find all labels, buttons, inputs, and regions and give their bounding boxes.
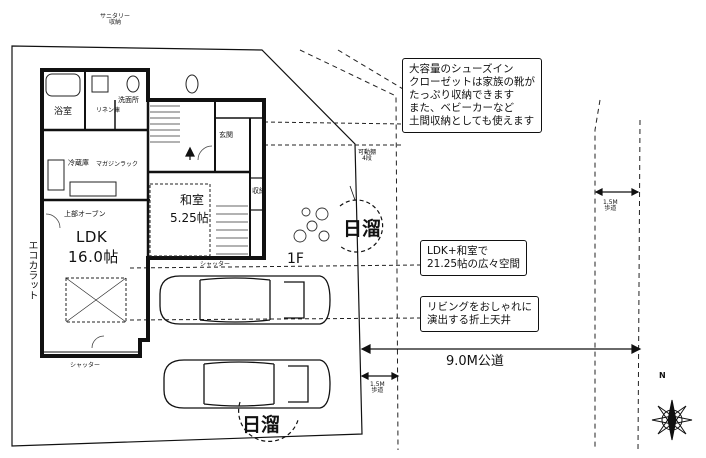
magazine-rack-label: マガジンラック (96, 161, 139, 168)
ceiling-callout: リビングをおしゃれに 演出する折上天井 (420, 296, 539, 332)
compass-rose (651, 399, 693, 441)
lot-boundary (11, 45, 363, 447)
car-lower (163, 359, 331, 409)
shutter-label-bottom: シャッター (70, 362, 101, 369)
washroom-label: 洗面所 (118, 96, 139, 104)
door-arcs (45, 145, 213, 349)
storage-label: 収納 (252, 187, 266, 195)
bath-label: 浴室 (54, 107, 73, 117)
washitsu-label: 和室 (180, 193, 205, 207)
entrance-label: 玄関 (219, 131, 233, 139)
sanitary-storage-label: サニタリー 収納 (100, 13, 131, 26)
ldk-label: LDK (76, 228, 108, 246)
dimension-arrows (185, 146, 642, 380)
ceiling-open-label: 上部オーブン (64, 210, 106, 218)
public-road-label: 9.0M公道 (446, 354, 504, 369)
ecocarat-label: エコカラット (26, 240, 37, 300)
stairs (150, 105, 248, 255)
fridge-label: 冷蔵庫 (68, 159, 89, 167)
linen-label: リネン庫 (96, 107, 121, 114)
sidewalk-top-label: 1.5M 歩道 (603, 199, 618, 212)
washitsu-size-label: 5.25帖 (170, 211, 209, 225)
sun-mark-upper: 日溜 (343, 218, 382, 240)
road-dashed-lines (299, 49, 641, 451)
plants (293, 207, 330, 243)
movable-shelf-label: 可動棚 4段 (358, 149, 377, 162)
sun-mark-lower: 日溜 (242, 414, 281, 436)
compass-north-label: N (659, 371, 666, 380)
shutter-label-middle: シャッター (200, 261, 231, 268)
house-walls (40, 68, 266, 358)
ldk-size-label: 16.0帖 (68, 248, 119, 266)
shoes-closet-callout: 大容量のシューズイン クローゼットは家族の靴が たっぷり収納できます また、ベビ… (402, 58, 542, 133)
car-upper (159, 275, 331, 325)
ldk-space-callout: LDK+和室で 21.25帖の広々空間 (420, 240, 528, 276)
leader-lines (129, 121, 421, 321)
sidewalk-bottom-label: 1.5M 歩道 (370, 381, 385, 394)
fixtures (45, 73, 211, 323)
sun-circles (238, 199, 384, 442)
floor-label: 1F (287, 251, 304, 267)
